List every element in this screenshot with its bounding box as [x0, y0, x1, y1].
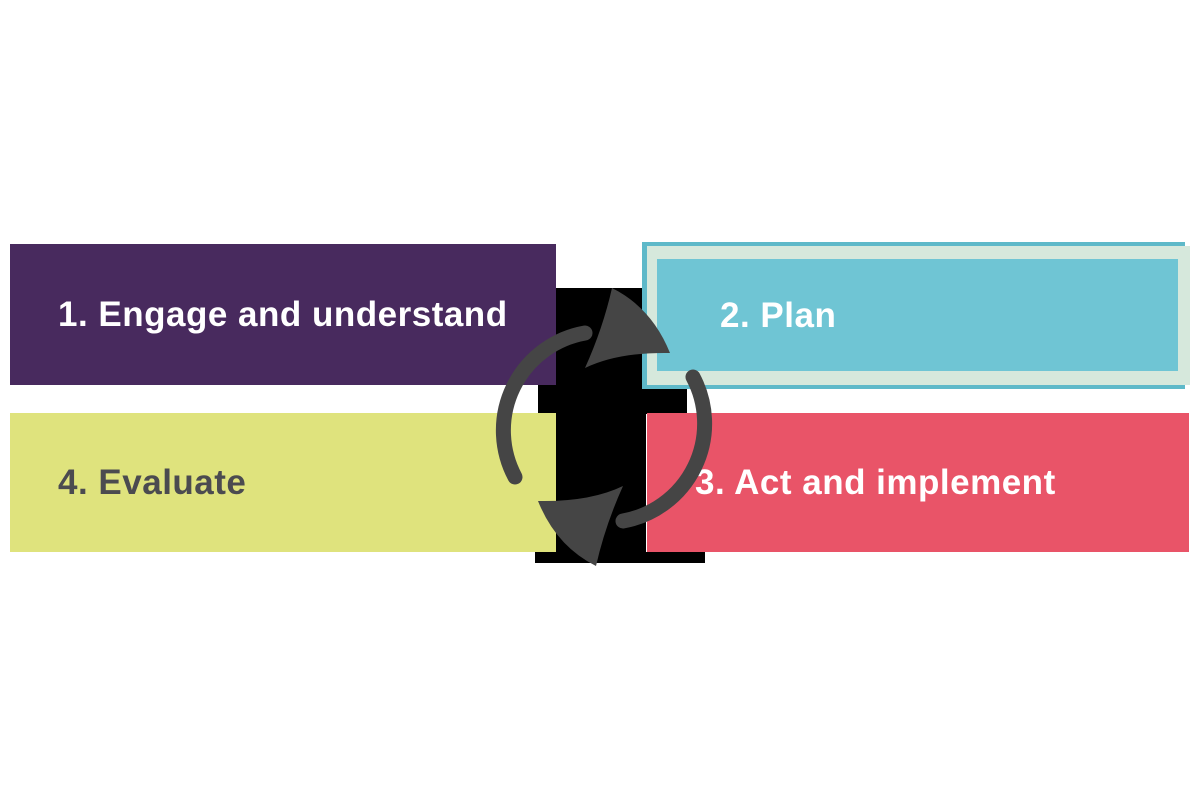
- icon-background-bottom-strip: [535, 552, 705, 563]
- step-4-label: 4. Evaluate: [58, 463, 247, 502]
- icon-background-right-band: [646, 386, 687, 414]
- step-1-label: 1. Engage and understand: [58, 295, 508, 334]
- icon-background-left-band: [538, 385, 556, 414]
- step-1-box: 1. Engage and understand: [10, 244, 556, 385]
- step-3-box: 3. Act and implement: [647, 413, 1189, 552]
- icon-background-column: [554, 288, 646, 563]
- step-2-box: 2. Plan: [657, 259, 1178, 371]
- step-2-label: 2. Plan: [720, 295, 837, 335]
- step-4-box: 4. Evaluate: [10, 413, 556, 552]
- step-3-label: 3. Act and implement: [695, 463, 1056, 502]
